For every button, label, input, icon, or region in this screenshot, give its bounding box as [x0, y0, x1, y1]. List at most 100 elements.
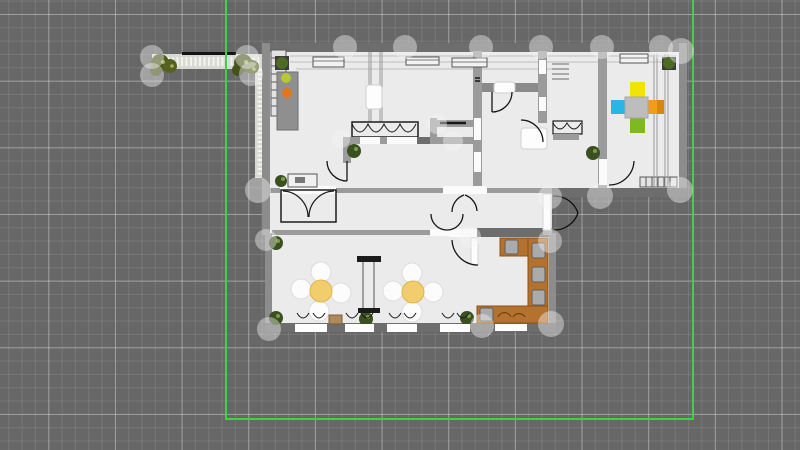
door-arc-corridor-end[interactable] [552, 195, 579, 231]
dining-table-round[interactable] [401, 280, 425, 304]
wall-bath-left[interactable] [473, 51, 482, 93]
wall-handle[interactable] [649, 35, 673, 59]
bath-fixture[interactable] [493, 81, 516, 94]
wall-corridor-end-top-stub[interactable] [543, 188, 552, 194]
wall-handle[interactable] [140, 45, 164, 69]
kitchen-appliance[interactable] [531, 266, 546, 283]
door-arc-bath-2[interactable] [520, 119, 544, 143]
hedge-top-bar[interactable] [182, 52, 236, 55]
cabinet-item-orange[interactable] [282, 88, 292, 98]
plant[interactable] [460, 311, 474, 325]
chair-yellow[interactable] [630, 82, 645, 97]
shrub-west[interactable] [150, 64, 162, 76]
table-right-room[interactable] [624, 96, 649, 119]
wall-right-upper[interactable] [679, 43, 687, 197]
wall-fixture-white[interactable] [365, 84, 383, 110]
wall-bath-left2[interactable] [473, 93, 482, 190]
shrub-east[interactable] [232, 64, 244, 76]
dining-chair[interactable] [422, 281, 444, 303]
desk-outline[interactable] [405, 56, 440, 66]
wall-handle[interactable] [587, 183, 613, 209]
plant[interactable] [586, 146, 600, 160]
wall-left-upper[interactable] [262, 43, 270, 192]
wall-inner-b[interactable] [343, 137, 351, 163]
plant[interactable] [347, 144, 361, 158]
door-arc-left-room[interactable] [326, 160, 348, 182]
wall-handle[interactable] [255, 229, 277, 251]
wall-handle[interactable] [667, 177, 693, 203]
cabinet-item-green[interactable] [281, 73, 291, 83]
wall-kitchen-top[interactable] [477, 228, 556, 237]
wall-corridor-left[interactable] [262, 188, 270, 235]
door-arc-corridor-bottom[interactable] [430, 213, 464, 231]
wall-handle[interactable] [529, 35, 553, 59]
wall-right-room[interactable] [598, 52, 607, 188]
wall-corridor-bottom[interactable] [272, 230, 556, 235]
wall-handle[interactable] [393, 35, 417, 59]
bench-small[interactable] [328, 314, 343, 325]
dining-chair[interactable] [382, 280, 404, 302]
plant[interactable] [276, 57, 288, 69]
door-arc-kitchen[interactable] [451, 239, 479, 266]
wall-handle[interactable] [257, 317, 281, 341]
kitchen-appliance[interactable] [479, 307, 494, 322]
wall-handle[interactable] [235, 45, 259, 69]
wall-handle[interactable] [538, 185, 562, 209]
window-bottom[interactable] [440, 324, 470, 332]
wall-top[interactable] [262, 43, 683, 52]
wall-handle[interactable] [245, 177, 271, 203]
plant[interactable] [275, 175, 287, 187]
kitchen-appliance[interactable] [504, 239, 519, 255]
desk-outline[interactable] [312, 56, 345, 68]
kitchen-appliance[interactable] [531, 242, 546, 259]
wall-lower-left[interactable] [265, 233, 272, 332]
wall-inner-e[interactable] [553, 134, 579, 140]
window-bottom[interactable] [345, 324, 374, 332]
wall-bottom-right-band[interactable] [552, 188, 687, 197]
wall-inner-c[interactable] [430, 118, 437, 144]
shrub-west[interactable] [163, 59, 177, 73]
kitchen-counter-bottom[interactable] [476, 305, 549, 324]
wall-handle[interactable] [538, 311, 564, 337]
glazing-right-room[interactable] [653, 54, 669, 186]
door-arc-corridor-mid[interactable] [451, 194, 478, 213]
wall-handle[interactable] [590, 35, 614, 59]
door-arc-right-room[interactable] [608, 160, 635, 186]
plant[interactable] [663, 57, 675, 69]
door-arc-bath-1[interactable] [491, 91, 513, 113]
wall-inner-a-dark[interactable] [417, 137, 435, 144]
chair-cyan[interactable] [611, 100, 626, 114]
window-bottom[interactable] [387, 324, 417, 332]
door-leaf-corridor-end[interactable] [542, 193, 552, 231]
french-door-frame[interactable] [280, 189, 337, 223]
wall-handle[interactable] [469, 35, 493, 59]
wall-corridor-top[interactable] [270, 188, 552, 193]
wall-handle[interactable] [470, 314, 494, 338]
wall-handle[interactable] [333, 35, 357, 59]
dining-chair[interactable] [401, 262, 423, 284]
frame-bar-top[interactable] [357, 256, 381, 262]
wall-handle[interactable] [427, 114, 447, 134]
plant[interactable] [269, 236, 283, 250]
kitchen-appliance[interactable] [531, 289, 546, 306]
wall-handle[interactable] [332, 130, 350, 148]
dining-chair[interactable] [330, 282, 352, 304]
shower-tray[interactable] [520, 127, 548, 150]
wall-handle[interactable] [668, 38, 694, 64]
french-door-arcs[interactable] [282, 190, 335, 218]
dining-chair[interactable] [310, 261, 332, 283]
frame-bar-bottom[interactable] [358, 308, 380, 313]
dining-chair[interactable] [290, 278, 312, 300]
window-bottom[interactable] [295, 324, 327, 332]
desk-outline[interactable] [619, 53, 649, 64]
dining-chair[interactable] [401, 301, 423, 323]
wall-corridor-end-bottom-stub[interactable] [543, 229, 552, 235]
cabinet[interactable] [276, 71, 299, 131]
desk-outline[interactable] [451, 57, 488, 68]
shrub-east[interactable] [245, 60, 259, 74]
wall-handle[interactable] [239, 62, 263, 86]
wall-handle[interactable] [443, 131, 463, 151]
dining-table-round[interactable] [309, 279, 333, 303]
wall-lower-right[interactable] [549, 233, 556, 332]
